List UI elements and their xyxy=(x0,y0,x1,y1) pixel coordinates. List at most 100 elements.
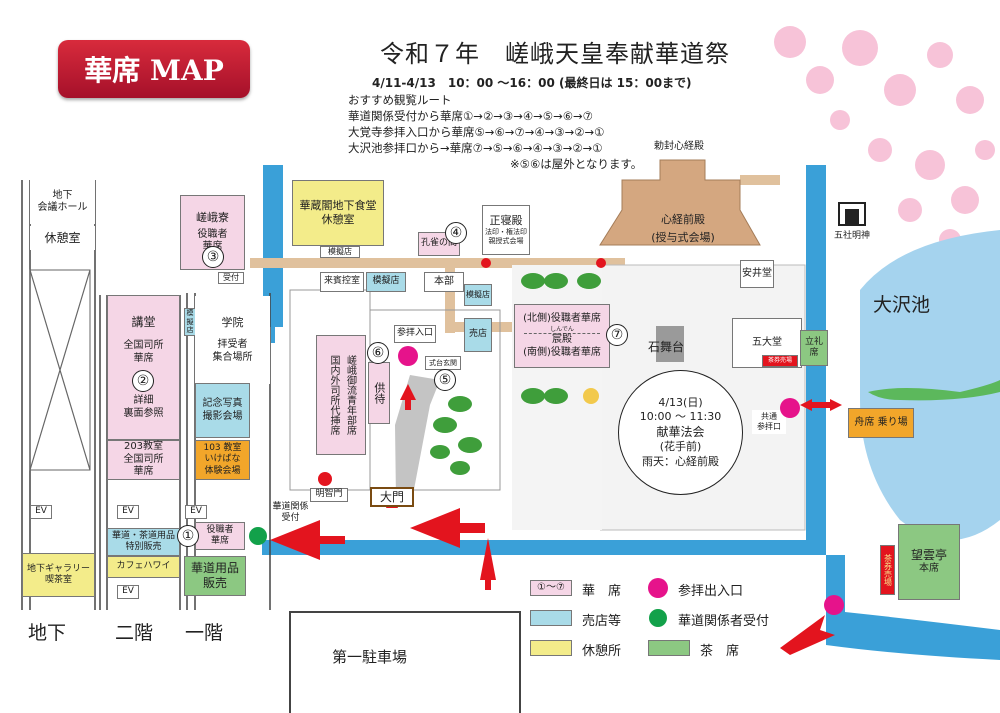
moat-top-left xyxy=(263,165,283,327)
mosho-3[interactable]: 模擬店 xyxy=(366,272,406,292)
no-entry-icon-2 xyxy=(481,258,491,268)
legend-rest-swatch xyxy=(530,640,572,656)
shingyo-zenden[interactable]: 心経前殿 (授与式会場) xyxy=(651,213,715,244)
moat-bottom xyxy=(262,540,826,555)
legend-shop: 売店等 xyxy=(582,614,622,629)
basement-hall: 地下会議ホール xyxy=(30,180,95,224)
legend-green-dot xyxy=(649,609,667,627)
route-heading: おすすめ観覧ルート xyxy=(348,93,452,107)
basement-gallery[interactable]: 地下ギャラリー喫茶室 xyxy=(22,553,95,597)
no-entry-icon xyxy=(318,472,332,486)
parking-lot: 第一駐車場 xyxy=(332,648,408,666)
kaseki-6[interactable]: ⑥ xyxy=(367,342,389,364)
legend-shop-swatch xyxy=(530,610,572,626)
floor-first: 一階 xyxy=(185,622,224,644)
osawa-pond: 大沢池 xyxy=(873,294,931,316)
kaseki-5[interactable]: ⑤ xyxy=(434,369,456,391)
sagaryo-reception: 受付 xyxy=(218,272,244,284)
route-1: 華道関係受付から華席①→②→③→④→⑤→⑥→⑦ xyxy=(348,109,593,123)
chokufu-label: 勅封心経殿 xyxy=(654,141,704,152)
cafe-hawaii[interactable]: カフェハワイ xyxy=(107,556,180,578)
shoshinden[interactable]: 正寝殿 法印・権法印親授式会場 xyxy=(482,205,530,255)
moat-pond xyxy=(826,555,1000,660)
tea-ticket-booth-2: 茶券売場 xyxy=(880,545,895,595)
kaseki-1[interactable]: ① xyxy=(177,525,199,547)
no-entry-icon-3 xyxy=(596,258,606,268)
meichi-gate: 明智門 xyxy=(310,488,348,502)
route-2: 大覚寺参拝入口から華席⑤→⑥→⑦→④→③→②→① xyxy=(348,125,605,139)
kado-goods-sale[interactable]: 華道用品販売 xyxy=(184,556,246,596)
legend-kaseki: 華 席 xyxy=(582,584,622,599)
garden-bushes xyxy=(430,273,601,475)
room-103[interactable]: 103 教室いけばな体験会場 xyxy=(195,440,250,480)
elevator-basement: EV xyxy=(30,505,52,519)
legend-rest: 休憩所 xyxy=(582,644,622,659)
boat-boarding[interactable]: 舟席 乗り場 xyxy=(848,408,914,438)
chokufu-roof xyxy=(599,159,761,246)
opening-hours: 4/11-4/13 10：00 ～16：00 (最終日は 15：00まで) xyxy=(372,76,692,90)
legend-tea-swatch xyxy=(648,640,690,656)
walkway xyxy=(395,375,440,500)
legend-entry-dot xyxy=(648,578,668,598)
anjido: 安井堂 xyxy=(740,260,774,288)
kodo-hall[interactable]: 講堂 全国司所華席 詳細裏面参照 xyxy=(107,295,180,440)
floor-basement: 地下 xyxy=(28,622,67,644)
kaseki-3[interactable]: ③ xyxy=(202,246,224,268)
route-arrows xyxy=(270,384,842,655)
honbu: 本部 xyxy=(424,272,464,292)
mosho-4[interactable]: 模擬店 xyxy=(464,284,492,306)
ishibutai-label: 石舞台 xyxy=(648,340,685,354)
page-title: 令和７年 嵯峨天皇奉献華道祭 xyxy=(380,40,730,68)
kaseki-7[interactable]: ⑦ xyxy=(606,324,628,346)
path-horizontal xyxy=(250,258,625,268)
overseas-kaseki[interactable]: 国内外司所代挿席 嵯峨御流青年部席 xyxy=(316,335,366,455)
kazoukaku-cafeteria[interactable]: 華蔵閣地下食堂休憩室 xyxy=(292,180,384,246)
tea-ticket-booth: 茶券売場 xyxy=(762,355,798,367)
kado-reception-dot[interactable] xyxy=(249,527,267,545)
entry-dot-sanpai[interactable] xyxy=(398,346,418,366)
sanpai-entrance: 参拝入口 xyxy=(394,325,436,343)
legend-kado-recep: 華道関係者受付 xyxy=(678,614,770,629)
shinden-kaseki[interactable]: (北側)役職者華席 しんでん 宸殿 (南側)役職者華席 xyxy=(514,304,610,368)
legend: ①～⑦ 華 席 参拝出入口 売店等 華道関係者受付 休憩所 茶 席 xyxy=(530,578,870,670)
route-3: 大沢池参拝口から→華席⑦→⑤→⑥→④→③→②→① xyxy=(348,141,603,155)
baiten[interactable]: 売店 xyxy=(464,318,492,352)
daimon-gate: 大門 xyxy=(370,487,414,507)
bounkei-tei[interactable]: 望雲亭 本席 xyxy=(898,524,960,600)
goshamyo-shrine: 五社明神 xyxy=(834,231,871,241)
entry-dot-osawa[interactable] xyxy=(824,595,844,615)
kuyou-waiting[interactable]: 供待 xyxy=(368,362,390,424)
map-badge: 華席 MAP xyxy=(58,40,250,98)
room-203[interactable]: 203教室全国司所華席 xyxy=(107,440,180,480)
kaseki-4[interactable]: ④ xyxy=(445,222,467,244)
common-entrance: 共通参拝口 xyxy=(752,410,786,434)
goods-special-sale[interactable]: 華道・茶道用品特別販売 xyxy=(107,528,180,556)
kazoukaku-mosho: 模擬店 xyxy=(320,246,360,258)
kenka-houe-event: 4/13(日) 10:00 ～ 11:30 献華法会 (花手前) 雨天：心経前殿 xyxy=(618,370,743,495)
gakuin[interactable]: 学院 拝受者集合場所 xyxy=(195,296,270,384)
legend-tea: 茶 席 xyxy=(700,644,740,659)
floor-second: 二階 xyxy=(115,622,154,644)
kado-reception-label: 華道関係受付 xyxy=(272,502,309,523)
pond-water xyxy=(860,230,1000,540)
sakura-decoration xyxy=(774,26,995,251)
photo-room[interactable]: 記念写真撮影会場 xyxy=(195,383,250,438)
shikidai-genkan: 式台玄関 xyxy=(425,356,461,370)
entry-dot-common[interactable] xyxy=(780,398,800,418)
path-chokufu xyxy=(740,175,780,185)
legend-kaseki-swatch: ①～⑦ xyxy=(530,580,572,596)
ishibutai-stage xyxy=(656,326,684,362)
yakushoku-kaseki-1[interactable]: 役職者華席 xyxy=(195,522,245,550)
path-vertical xyxy=(445,268,455,333)
elevator-2f-b: EV xyxy=(117,585,139,599)
rest-room-basement: 休憩室 xyxy=(30,226,95,250)
kaseki-2[interactable]: ② xyxy=(132,370,154,392)
elevator-1f: EV xyxy=(185,505,207,519)
elevator-2f: EV xyxy=(117,505,139,519)
parking-outline xyxy=(289,611,521,713)
moat-left xyxy=(263,327,283,343)
legend-entry: 参拝出入口 xyxy=(678,584,744,599)
raihin-room: 来賓控室 xyxy=(320,272,364,292)
route-note: ※⑤⑥は屋外となります。 xyxy=(510,157,643,171)
tatsurei-seki[interactable]: 立礼席 xyxy=(800,330,828,366)
